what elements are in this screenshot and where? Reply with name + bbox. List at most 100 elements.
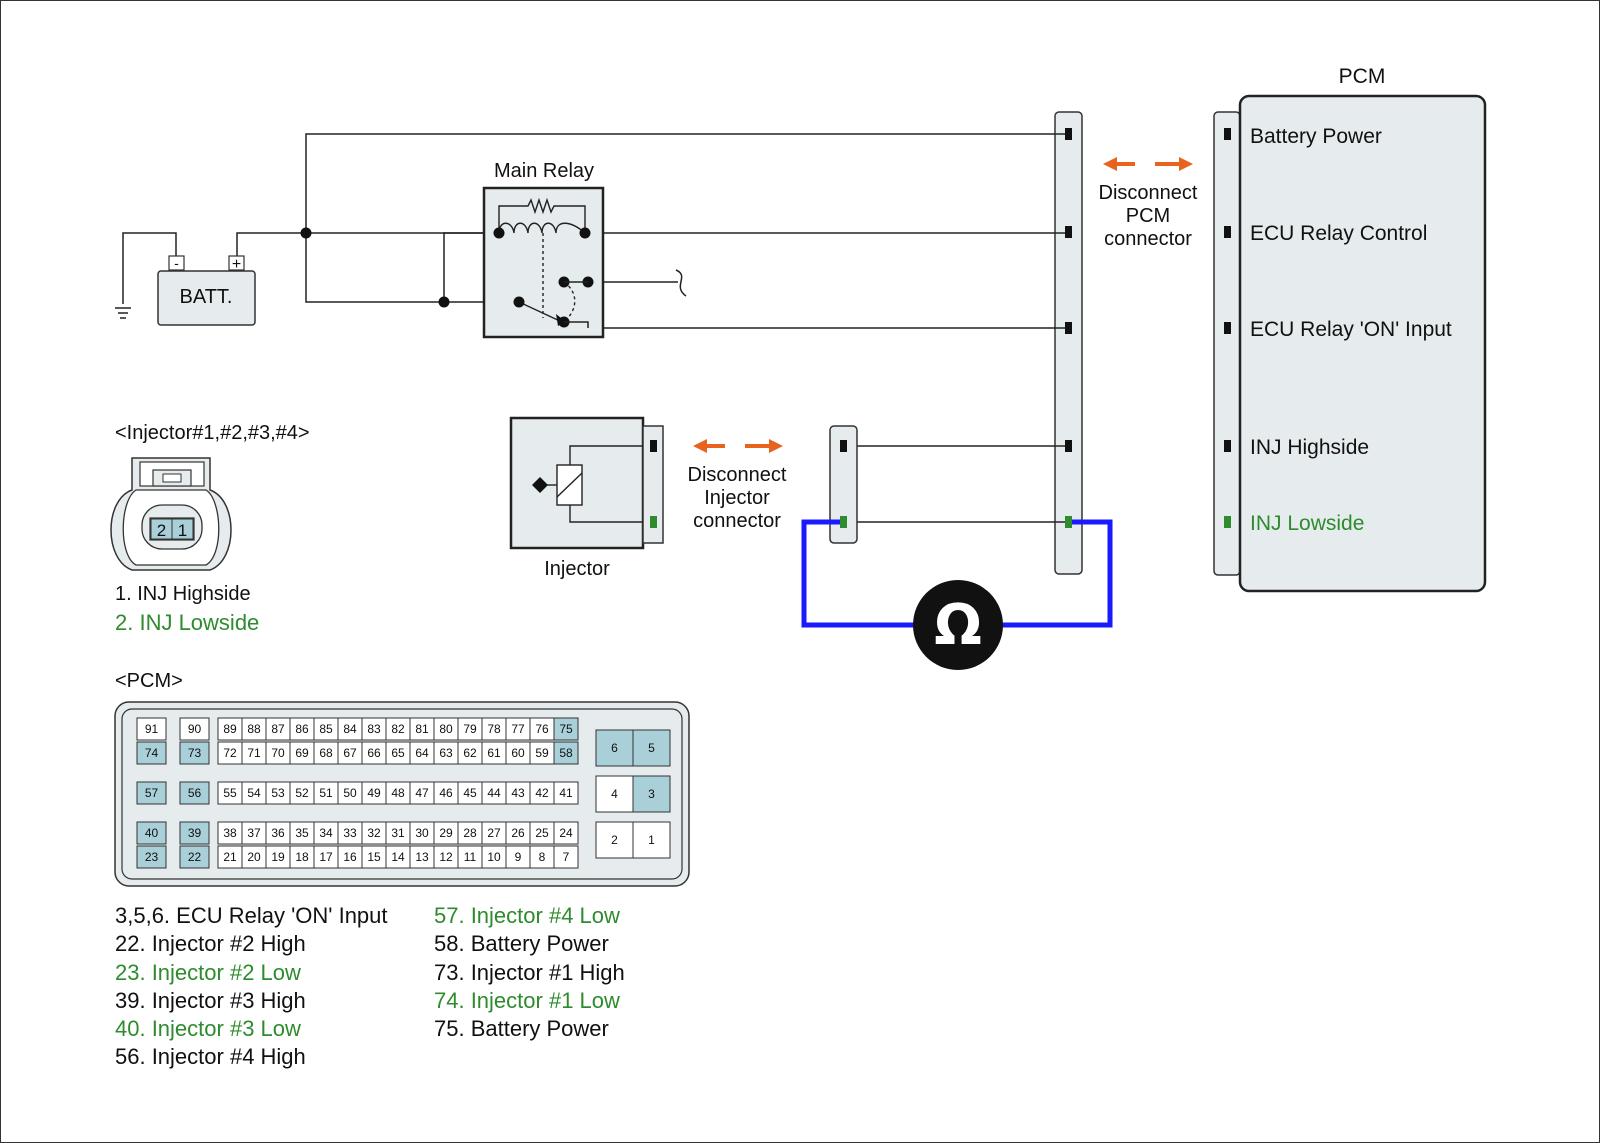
pcm-legend-item: 58. Battery Power	[434, 931, 609, 957]
pcm-legend-item: 57. Injector #4 Low	[434, 903, 620, 928]
injector-harness-pin-2	[840, 516, 847, 528]
pcm-pin-label: 70	[271, 746, 285, 760]
pcm-pin-cell	[136, 821, 167, 845]
meter-lead-left	[801, 519, 960, 628]
injector-legend-1: 1. INJ Highside	[115, 583, 251, 605]
pcm-legend-item: 75. Battery Power	[434, 1016, 609, 1042]
battery-positive-sign: +	[232, 256, 241, 273]
pcm-pin-cell	[179, 845, 210, 869]
pcm-pin-label: 38	[223, 826, 237, 840]
pcm-pin-label: 20	[247, 850, 261, 864]
pcm-pin-cell	[553, 821, 579, 845]
pcm-pin-label: 79	[463, 722, 477, 736]
pcm-pin-cell	[179, 717, 210, 741]
pcm-pin-label: 77	[511, 722, 525, 736]
pcm-pin-label: 83	[367, 722, 381, 736]
pcm-pin-label: 42	[535, 786, 549, 800]
pcm-pin-label: 29	[439, 826, 453, 840]
pcm-pin-label: 71	[247, 746, 261, 760]
pcm-pin-cell	[553, 717, 579, 741]
pcm-pin-label: 54	[247, 786, 261, 800]
pcm-pin-label: 59	[535, 746, 549, 760]
pcm-pin-label: 52	[295, 786, 309, 800]
pcm-pin-label: 21	[223, 850, 237, 864]
pcm-pin-label: 15	[367, 850, 381, 864]
pcm-pin-cell	[595, 821, 634, 859]
pcm-pin-label: 13	[415, 850, 429, 864]
pcm-pin-relay-control	[1224, 226, 1231, 238]
pcm-pin-label: 2	[611, 833, 618, 847]
pcm-pin-cell	[136, 781, 167, 805]
pcm-pin-label: 81	[415, 722, 429, 736]
pcm-pin-relay-on	[1224, 322, 1231, 334]
pcm-pin-label: 6	[611, 741, 618, 755]
pcm-pin-cell	[595, 775, 634, 813]
pcm-pin-label: 50	[343, 786, 357, 800]
pcm-pin-label: 75	[559, 722, 573, 736]
meter-lead-right	[960, 519, 1113, 628]
disconnect-pcm-line3: connector	[1104, 228, 1192, 250]
disconnect-injector-line3: connector	[693, 510, 781, 532]
injector-connector-title: <Injector#1,#2,#3,#4>	[115, 422, 310, 444]
pcm-pin-label: 19	[271, 850, 285, 864]
pcm-pin-label: 14	[391, 850, 405, 864]
pcm-pin-cell	[136, 717, 167, 741]
pcm-pin-label: 17	[319, 850, 333, 864]
pcm-pin-label: 37	[247, 826, 261, 840]
pcm-pin-label: 39	[188, 826, 202, 840]
pcm-pin-label: 26	[511, 826, 525, 840]
pcm-legend-item: 22. Injector #2 High	[115, 931, 306, 957]
pcm-pin-label: 65	[391, 746, 405, 760]
injector-connector-pin-label-2: 2	[157, 521, 166, 540]
pcm-pin-label: 91	[145, 722, 159, 736]
injector-legend-2: 2. INJ Lowside	[115, 610, 259, 635]
pcm-connector-inner	[121, 708, 683, 880]
pcm-legend-item: 74. Injector #1 Low	[434, 987, 620, 1013]
pcm-pin-label: 27	[487, 826, 501, 840]
pcm-pin-label: 43	[511, 786, 525, 800]
harness-pin-1	[1065, 128, 1072, 140]
battery-positive-terminal	[228, 255, 245, 271]
disconnect-pcm-line2: PCM	[1126, 205, 1170, 227]
harness-pin-5	[1065, 516, 1072, 528]
pcm-pin-label: 36	[271, 826, 285, 840]
pcm-pin-cell	[632, 729, 671, 767]
pcm-pin-label: 72	[223, 746, 237, 760]
relay-output-link	[564, 321, 589, 328]
pcm-pin-label: 10	[487, 850, 501, 864]
injector-pin-2	[650, 516, 657, 528]
battery	[157, 270, 256, 326]
main-relay-label: Main Relay	[494, 160, 594, 182]
pcm-pin-label: 33	[343, 826, 357, 840]
pcm-pin-label: 30	[415, 826, 429, 840]
pcm-terminal-ecu-relay-control: ECU Relay Control	[1250, 222, 1427, 245]
junction-dots	[300, 227, 450, 308]
pcm-pin-label: 22	[188, 850, 202, 864]
pcm-pin-label: 53	[271, 786, 285, 800]
pcm-pin-cell	[553, 741, 579, 765]
injector-connector-face	[110, 457, 232, 571]
pcm-pin-label: 64	[415, 746, 429, 760]
pcm-pin-label: 63	[439, 746, 453, 760]
pcm-pin-label: 47	[415, 786, 429, 800]
pcm-pin-cell	[632, 775, 671, 813]
pcm-pin-cell	[595, 729, 634, 767]
pcm-pin-label: 25	[535, 826, 549, 840]
pcm-pin-cell	[136, 741, 167, 765]
disconnect-injector-line2: Injector	[704, 487, 770, 509]
pcm-pin-label: 45	[463, 786, 477, 800]
pcm-legend-item: 56. Injector #4 High	[115, 1044, 306, 1070]
pcm-pin-label: 31	[391, 826, 405, 840]
pcm-pin-label: 69	[295, 746, 309, 760]
ohm-symbol: Ω	[934, 593, 982, 658]
pcm-pin-label: 40	[145, 826, 159, 840]
pcm-pin-label: 74	[145, 746, 159, 760]
pcm-pin-cell	[553, 781, 579, 805]
pcm-pin-label: 11	[464, 850, 477, 864]
pcm-pin-label: 5	[648, 741, 655, 755]
pcm-pin-label: 58	[559, 746, 573, 760]
pcm-pin-label: 49	[367, 786, 381, 800]
injector-harness-connector	[829, 425, 858, 544]
pcm-terminal-ecu-relay-on-input: ECU Relay 'ON' Input	[1250, 318, 1452, 341]
